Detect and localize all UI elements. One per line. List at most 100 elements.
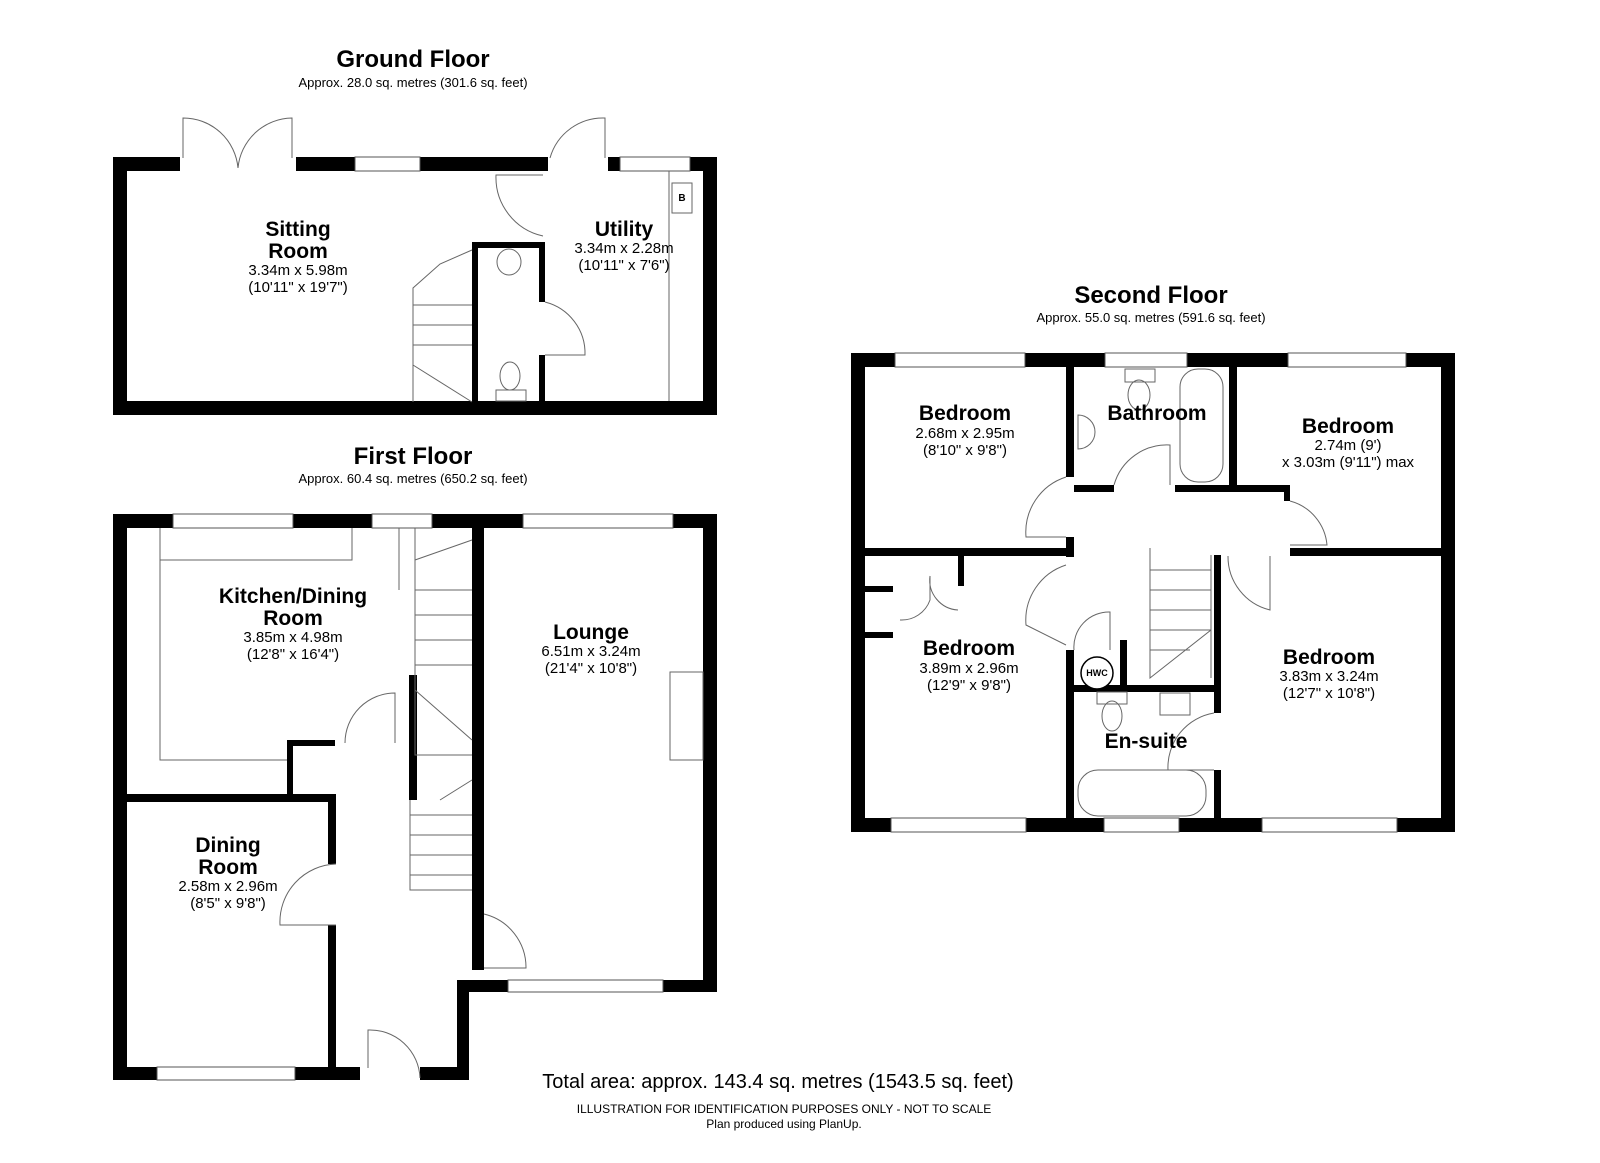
staircase xyxy=(412,249,473,403)
window xyxy=(507,979,664,993)
first-floor: First Floor Approx. 60.4 sq. metres (650… xyxy=(113,443,717,1081)
window xyxy=(1287,352,1407,368)
room-name: Lounge xyxy=(553,621,629,644)
door xyxy=(495,174,544,237)
door xyxy=(279,863,337,926)
window xyxy=(894,352,1026,368)
staircase xyxy=(409,779,473,891)
wc-door xyxy=(544,301,586,356)
fireplace xyxy=(669,671,704,761)
room-dimensions-imperial: (8'5" x 9'8") xyxy=(190,895,266,912)
window xyxy=(172,513,294,529)
room-dining-room: Dining Room 2.58m x 2.96m (8'5" x 9'8") xyxy=(178,834,277,912)
boiler-label: B xyxy=(678,193,685,204)
total-area: Total area: approx. 143.4 sq. metres (15… xyxy=(542,1071,1013,1093)
window xyxy=(522,513,674,529)
ground-floor-title: Ground Floor xyxy=(336,46,489,73)
room-name: Bedroom xyxy=(1302,415,1394,438)
bath-icon xyxy=(1077,769,1207,817)
wardrobe-doors xyxy=(899,575,959,621)
front-door xyxy=(367,1029,421,1079)
room-dimensions-metric: 3.89m x 2.96m xyxy=(919,660,1018,677)
window xyxy=(354,156,421,172)
disclaimer: ILLUSTRATION FOR IDENTIFICATION PURPOSES… xyxy=(577,1102,992,1116)
room-dimensions-imperial: (12'9" x 9'8") xyxy=(927,677,1011,694)
toilet-icon xyxy=(1127,379,1151,411)
room-dimensions-metric: 2.74m (9') xyxy=(1314,437,1381,454)
room-name: Room xyxy=(268,240,328,263)
second-floor-area: Approx. 55.0 sq. metres (591.6 sq. feet) xyxy=(1036,310,1265,325)
window xyxy=(890,817,1027,833)
room-name: Bedroom xyxy=(919,402,1011,425)
room-dimensions-metric: 2.58m x 2.96m xyxy=(178,878,277,895)
second-floor-title: Second Floor xyxy=(1074,282,1227,309)
second-floor: Second Floor Approx. 55.0 sq. metres (59… xyxy=(851,282,1455,833)
room-name: Sitting xyxy=(265,218,330,241)
room-dimensions-metric: 3.85m x 4.98m xyxy=(243,629,342,646)
room-bedroom-1: Bedroom 2.68m x 2.95m (8'10" x 9'8") xyxy=(915,402,1014,459)
french-doors xyxy=(182,117,293,169)
toilet-icon xyxy=(1101,700,1123,732)
room-bathroom: Bathroom xyxy=(1107,402,1206,425)
hot-water-cylinder-icon xyxy=(1080,656,1114,690)
window xyxy=(1261,817,1398,833)
door xyxy=(1227,555,1271,611)
ground-floor: Ground Floor Approx. 28.0 sq. metres (30… xyxy=(113,46,717,415)
external-door xyxy=(549,117,606,159)
room-name: Dining xyxy=(195,834,260,857)
room-dimensions-imperial: (10'11" x 19'7") xyxy=(248,279,348,296)
staircase xyxy=(1149,548,1212,680)
staircase xyxy=(398,528,473,756)
room-name: Room xyxy=(263,607,323,630)
room-dimensions-imperial: (8'10" x 9'8") xyxy=(923,442,1007,459)
hwc-label: HWC xyxy=(1086,668,1108,678)
window xyxy=(1104,352,1188,368)
room-dimensions-imperial: (12'7" x 10'8") xyxy=(1283,685,1375,702)
window xyxy=(1103,817,1180,833)
room-lounge: Lounge 6.51m x 3.24m (21'4" x 10'8") xyxy=(541,621,640,677)
bathroom-door xyxy=(1113,444,1171,486)
room-dimensions-metric: 3.34m x 5.98m xyxy=(248,262,347,279)
room-sitting-room: Sitting Room 3.34m x 5.98m (10'11" x 19'… xyxy=(248,218,348,296)
wash-basin-icon xyxy=(1159,692,1191,716)
room-dimensions-imperial: (12'8" x 16'4") xyxy=(247,646,339,663)
window xyxy=(156,1066,296,1081)
first-floor-area: Approx. 60.4 sq. metres (650.2 sq. feet) xyxy=(298,471,527,486)
room-name: Bedroom xyxy=(1283,646,1375,669)
first-floor-title: First Floor xyxy=(354,443,473,470)
door xyxy=(1025,476,1067,538)
room-name: En-suite xyxy=(1105,730,1188,753)
room-dimensions-metric: 3.34m x 2.28m xyxy=(574,240,673,257)
room-dimensions-metric: 2.68m x 2.95m xyxy=(915,425,1014,442)
room-dimensions-metric: 3.83m x 3.24m xyxy=(1279,668,1378,685)
room-bedroom-4: Bedroom 3.83m x 3.24m (12'7" x 10'8") xyxy=(1279,646,1378,702)
kitchen-worktop xyxy=(159,528,353,761)
room-name: Utility xyxy=(595,218,654,241)
footer: Total area: approx. 143.4 sq. metres (15… xyxy=(542,1071,1013,1131)
bath-icon xyxy=(1179,368,1224,483)
credit: Plan produced using PlanUp. xyxy=(706,1117,861,1131)
door xyxy=(483,913,527,969)
room-name: Room xyxy=(198,856,258,879)
toilet-icon xyxy=(499,361,521,391)
room-utility: Utility 3.34m x 2.28m (10'11" x 7'6") xyxy=(574,218,673,274)
room-bedroom-2: Bedroom 2.74m (9') x 3.03m (9'11") max xyxy=(1282,415,1415,471)
window xyxy=(371,513,433,529)
ensuite-door xyxy=(1167,712,1215,771)
room-bedroom-3: Bedroom 3.89m x 2.96m (12'9" x 9'8") xyxy=(919,637,1018,694)
room-dimensions-metric: 6.51m x 3.24m xyxy=(541,643,640,660)
window xyxy=(619,156,691,172)
door xyxy=(1289,500,1328,546)
wash-basin-icon xyxy=(1077,414,1096,450)
ground-floor-area: Approx. 28.0 sq. metres (301.6 sq. feet) xyxy=(298,75,527,90)
room-dimensions-imperial: x 3.03m (9'11") max xyxy=(1282,454,1415,471)
room-kitchen-dining: Kitchen/Dining Room 3.85m x 4.98m (12'8"… xyxy=(219,585,367,663)
door xyxy=(1025,564,1067,646)
room-name: Bathroom xyxy=(1107,402,1206,425)
room-dimensions-imperial: (10'11" x 7'6") xyxy=(578,257,669,274)
room-dimensions-imperial: (21'4" x 10'8") xyxy=(545,660,637,677)
door xyxy=(344,692,396,744)
wash-basin-icon xyxy=(496,248,522,276)
